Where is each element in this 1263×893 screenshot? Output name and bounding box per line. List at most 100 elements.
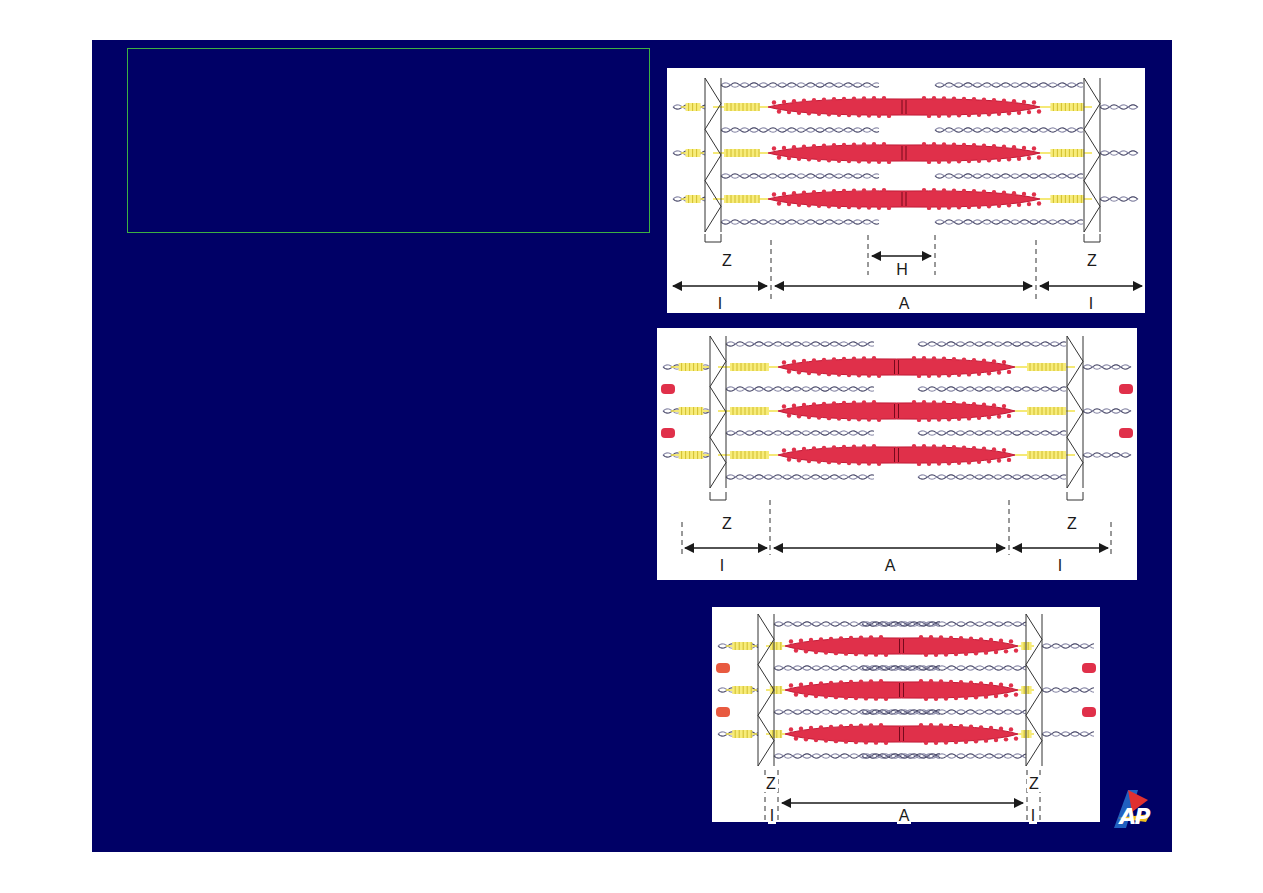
myosin-head: [932, 400, 936, 404]
myosin-head: [797, 458, 801, 462]
myosin-head: [984, 694, 988, 698]
titin-coil: [1038, 407, 1039, 415]
titin-spring: [679, 363, 704, 371]
myosin-head: [929, 679, 933, 683]
myosin-head: [807, 371, 811, 375]
myosin-head: [807, 157, 811, 161]
myosin-head: [957, 159, 961, 163]
myosin-head: [844, 695, 848, 699]
myosin-head: [917, 374, 921, 378]
myosin-head: [1004, 737, 1008, 741]
actin-filament: [1083, 365, 1131, 369]
myosin-head: [807, 203, 811, 207]
myosin-head: [809, 682, 813, 686]
dimension-arrow: [1040, 285, 1142, 287]
myosin-head: [992, 359, 996, 363]
myosin-head: [797, 157, 801, 161]
titin-coil: [1073, 103, 1074, 111]
titin-coil: [681, 363, 682, 371]
titin-coil: [1081, 149, 1082, 157]
z-line: [758, 614, 774, 766]
z-line: [1067, 336, 1083, 488]
myosin-head: [982, 98, 986, 102]
myosin-head: [859, 679, 863, 683]
myosin-head: [872, 400, 876, 404]
myosin-head: [922, 400, 926, 404]
titin-coil: [765, 363, 766, 371]
myosin-head: [922, 142, 926, 146]
boundary-tick: [1036, 240, 1037, 300]
myosin-head: [857, 159, 861, 163]
myosin-head: [924, 653, 928, 657]
myosin-head: [782, 448, 786, 452]
m-line: [903, 683, 904, 697]
myosin-head: [1017, 111, 1021, 115]
myosin-head: [982, 190, 986, 194]
actin-filament: [862, 754, 1026, 758]
band-label: I: [718, 558, 726, 574]
myosin-head: [812, 190, 816, 194]
z-line: [1042, 614, 1043, 766]
myosin-head: [969, 681, 973, 685]
neighbour-myosin: [1082, 663, 1096, 673]
myosin-head: [964, 695, 968, 699]
myosin-head: [912, 400, 916, 404]
titin-spring: [730, 451, 769, 459]
myosin-head: [947, 417, 951, 421]
myosin-head: [814, 694, 818, 698]
myosin-head: [797, 414, 801, 418]
myosin-head: [949, 724, 953, 728]
myosin-head: [1014, 692, 1018, 696]
myosin-head: [1027, 156, 1031, 160]
myosin-head: [827, 112, 831, 116]
titin-coil: [743, 730, 744, 738]
myosin-head: [874, 740, 878, 744]
myosin-head: [952, 96, 956, 100]
myosin-head: [882, 96, 886, 100]
titin-coil: [1073, 149, 1074, 157]
myosin-head: [787, 369, 791, 373]
myosin-head: [869, 723, 873, 727]
myosin-head: [957, 461, 961, 465]
titin-coil: [692, 103, 693, 111]
myosin-head: [939, 723, 943, 727]
neighbour-myosin: [1119, 384, 1133, 394]
titin-coil: [727, 103, 728, 111]
titin-coil: [776, 730, 777, 738]
myosin-head: [947, 461, 951, 465]
myosin-head: [782, 146, 786, 150]
titin-coil: [696, 103, 697, 111]
titin-coil: [743, 103, 744, 111]
boundary-tick: [682, 522, 683, 555]
actin-filament: [721, 174, 879, 178]
titin-coil: [755, 149, 756, 157]
actin-filament: [935, 128, 1083, 132]
myosin-head: [1012, 191, 1016, 195]
myosin-head: [844, 739, 848, 743]
myosin-head: [832, 189, 836, 193]
titin-coil: [751, 149, 752, 157]
actin-filament: [726, 431, 874, 435]
myosin-head: [974, 739, 978, 743]
myosin-head: [939, 635, 943, 639]
titin-coil: [1054, 451, 1055, 459]
myosin-head: [952, 401, 956, 405]
z-line: [758, 614, 759, 766]
titin-coil: [1058, 407, 1059, 415]
myosin-head: [989, 638, 993, 642]
actin-filament: [1083, 365, 1131, 369]
actin-filament: [1042, 644, 1094, 648]
titin-coil: [1057, 103, 1058, 111]
titin-coil: [780, 686, 781, 694]
actin-filament: [1083, 453, 1131, 457]
titin-coil: [755, 195, 756, 203]
titin-spring: [1027, 363, 1066, 371]
myosin-head: [837, 372, 841, 376]
myosin-head: [794, 692, 798, 696]
titin-coil: [697, 451, 698, 459]
actin-filament: [721, 220, 879, 224]
myosin-head: [842, 445, 846, 449]
titin-coil: [1053, 103, 1054, 111]
boundary-tick: [770, 500, 771, 555]
myosin-head: [852, 188, 856, 192]
